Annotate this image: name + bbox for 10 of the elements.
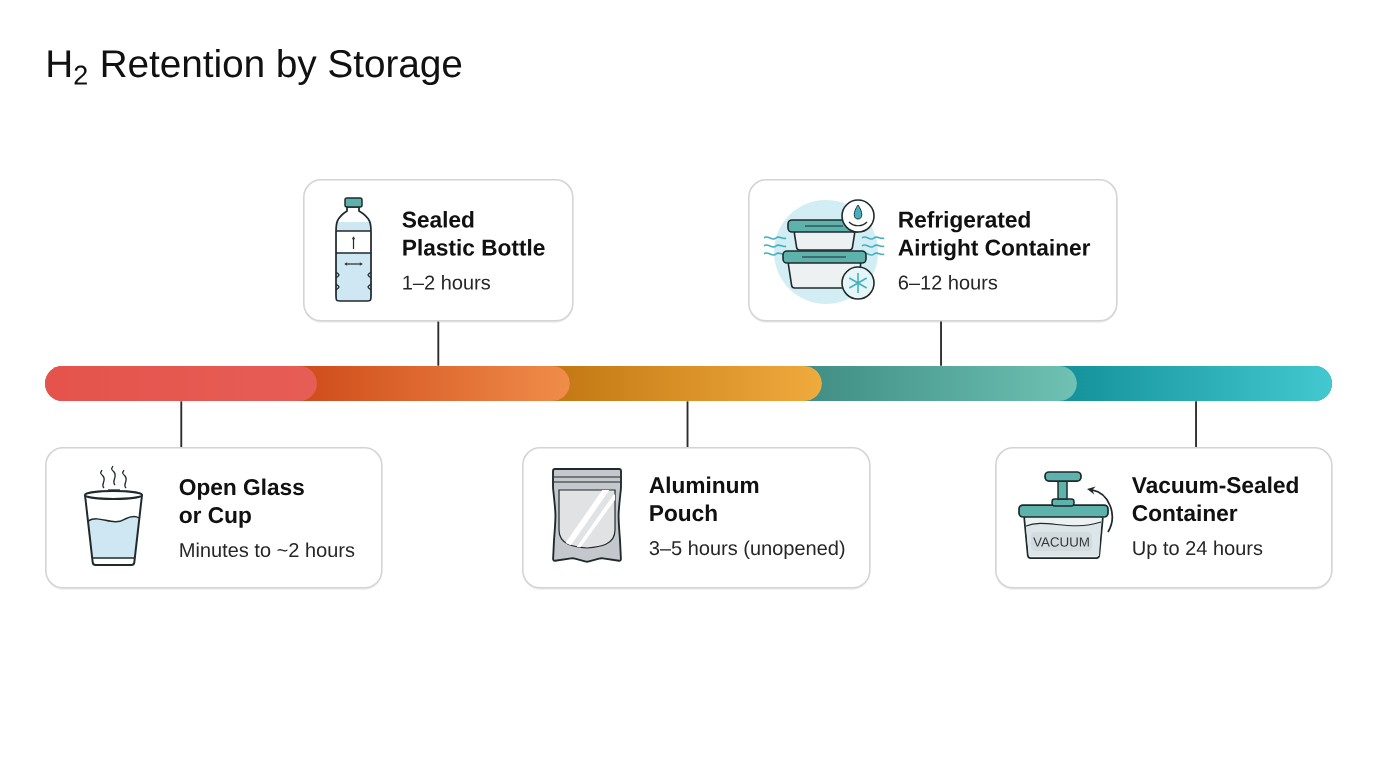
connector-line: [180, 400, 183, 448]
connector-line: [940, 320, 942, 367]
info-card: Open Glass or Cup Minutes to ~2 hours: [45, 447, 383, 590]
title: H$_{2}$ Retention by Storage: [48, 49, 462, 86]
timeline-segment: [45, 366, 317, 401]
container-label: VACUUM: [1033, 537, 1089, 547]
info-card: Sealed Plastic Bottle 1–2 hours: [303, 179, 574, 323]
connector-line: [1195, 400, 1197, 448]
connector-line: [686, 400, 689, 448]
connector-line: [437, 320, 440, 367]
